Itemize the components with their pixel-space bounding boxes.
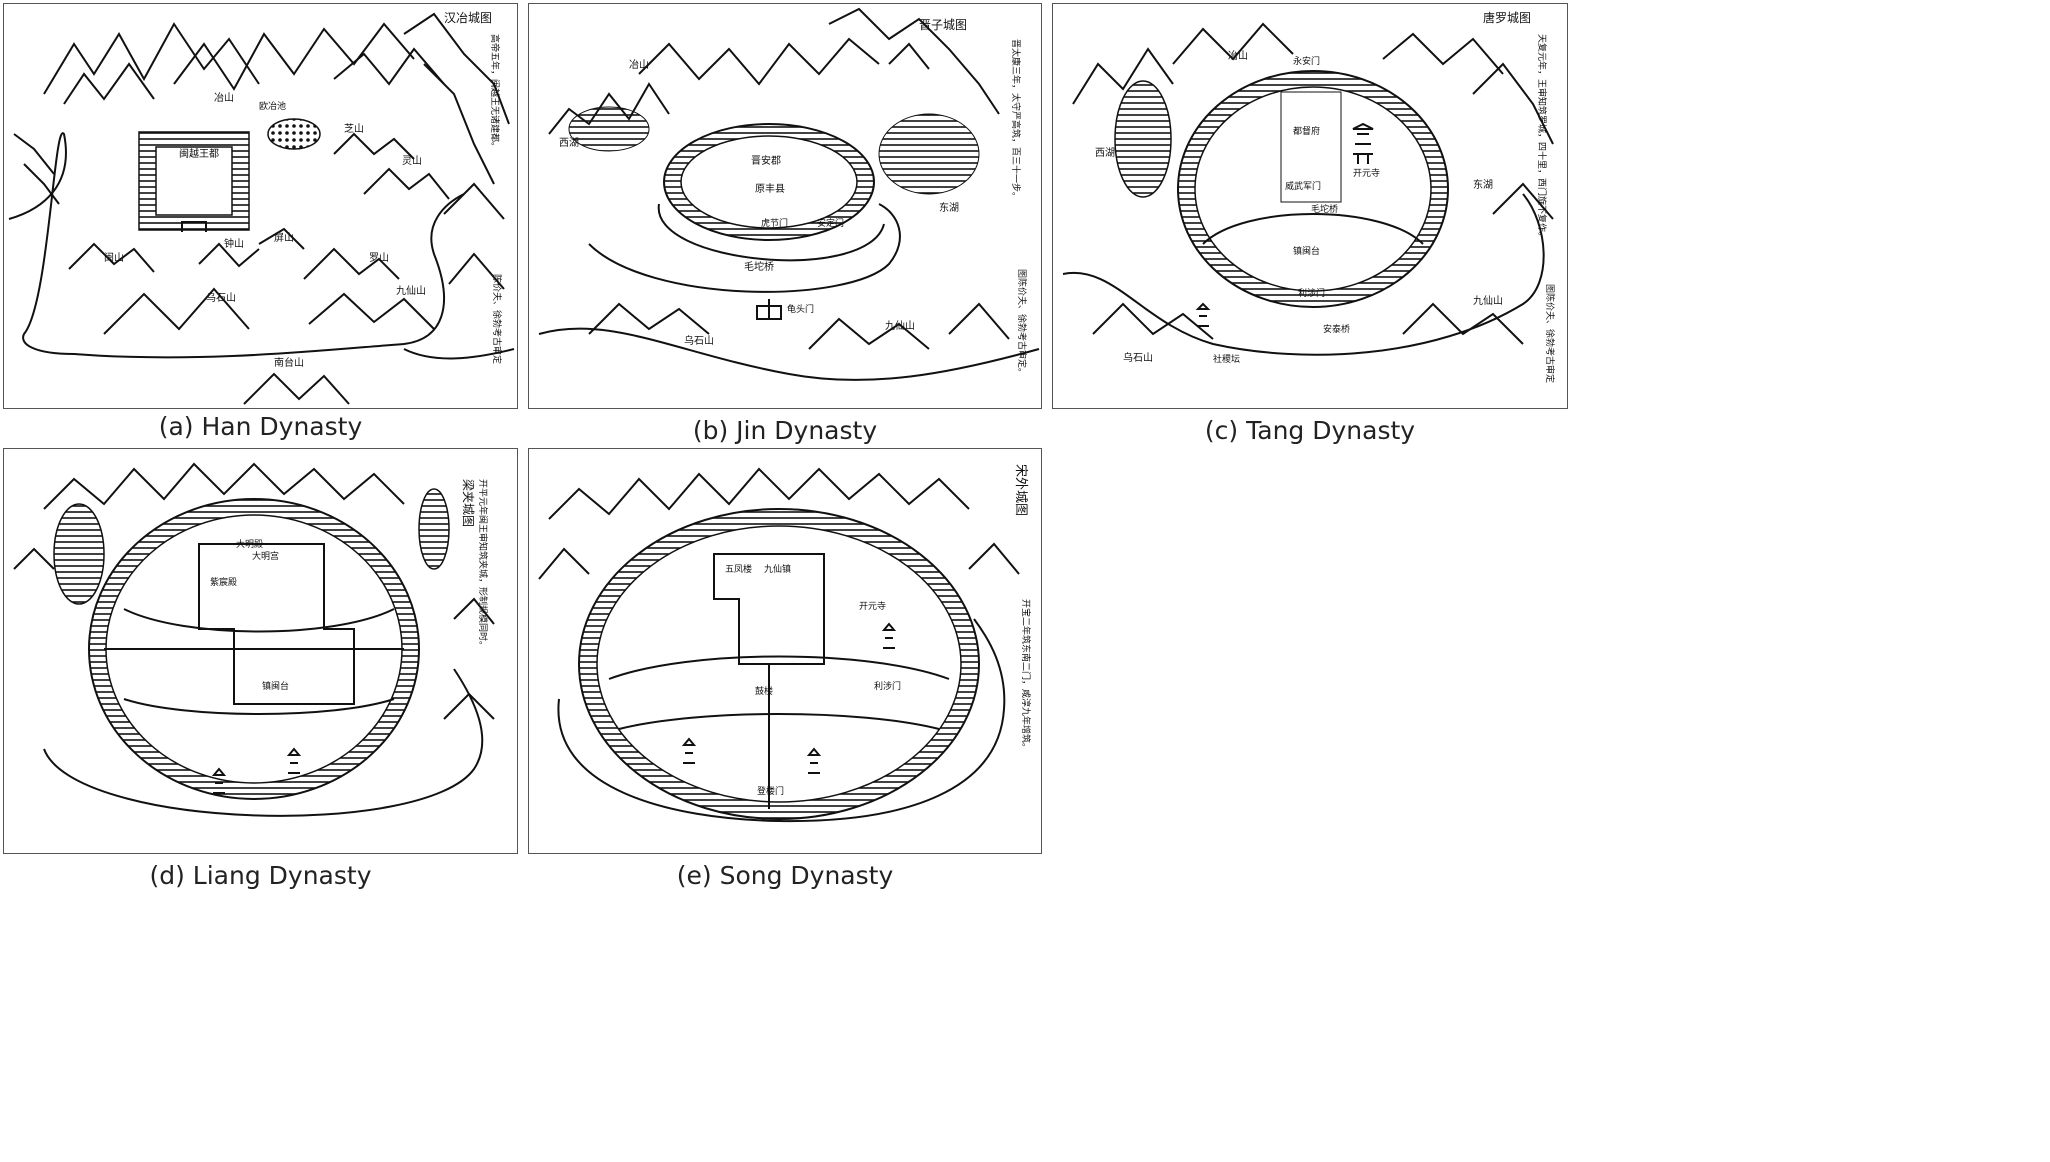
label-maotuo-bridge: 毛坨桥 xyxy=(744,260,774,273)
jin-map-illustration: 冶山 西湖 晋安郡 原丰县 东湖 虎节门 安定门 毛坨桥 龟头门 九仙山 乌石山… xyxy=(538,7,1040,381)
label-pingshan: 屏山 xyxy=(274,232,294,244)
label-minyue-capital: 闽越王都 xyxy=(179,147,219,160)
label-wushishan: 乌石山 xyxy=(684,334,714,347)
map-title: 梁夹城图 xyxy=(461,479,476,527)
credit-note: 陈价夫、徐勃考古审定 xyxy=(491,274,503,364)
label-zhenmin-platform: 镇闽台 xyxy=(1293,245,1320,257)
label-zhishan: 芝山 xyxy=(344,122,364,135)
side-note: 天复元年，王审知筑罗城，四十里，西门旋不复作。 xyxy=(1536,34,1548,241)
pagoda-icon xyxy=(286,747,302,774)
map-panel-song: 五凤楼 九仙镇 开元寺 利涉门 鼓楼 登楼门 宋外城图 开宝二年筑东南二门，咸淳… xyxy=(528,448,1042,854)
label-wushishan: 乌石山 xyxy=(1123,351,1153,364)
credit-note: 图陈价夫、徐勃考古审定。 xyxy=(1016,269,1028,377)
ouye-pond xyxy=(267,118,321,150)
map-title: 晋子城图 xyxy=(919,18,967,32)
map-panel-liang: 大明殿 大明宫 紫宸殿 镇闽台 梁夹城图 开平元年闽王审知筑夹城，形制规模同时。 xyxy=(3,448,518,854)
label-antai-bridge: 安泰桥 xyxy=(1323,323,1350,335)
label-daming-hall: 大明殿 xyxy=(236,538,263,550)
label-zichen-hall: 紫宸殿 xyxy=(210,576,237,588)
side-note: 高帝五年，闽越王无诸建都。 xyxy=(489,34,501,151)
mountain-ranges xyxy=(13,12,510,405)
label-east-lake: 东湖 xyxy=(939,201,959,214)
song-map-illustration: 五凤楼 九仙镇 开元寺 利涉门 鼓楼 登楼门 宋外城图 开宝二年筑东南二门，咸淳… xyxy=(538,464,1032,823)
pagoda-icon xyxy=(881,622,897,649)
label-yeshan: 冶山 xyxy=(214,91,234,104)
label-wufeng-tower: 五凤楼 xyxy=(725,563,752,575)
pagoda-icon xyxy=(681,737,697,764)
map-panel-jin: 冶山 西湖 晋安郡 原丰县 东湖 虎节门 安定门 毛坨桥 龟头门 九仙山 乌石山… xyxy=(528,3,1042,409)
label-jinan-commandery: 晋安郡 xyxy=(751,154,781,167)
label-west-lake: 西湖 xyxy=(559,137,579,149)
label-lingshan: 灵山 xyxy=(402,155,422,167)
liang-city-wall xyxy=(88,498,420,800)
label-ouye-pond: 欧冶池 xyxy=(259,100,286,112)
label-sheji-altar: 社稷坛 xyxy=(1213,353,1240,365)
label-zhenmin-platform: 镇闽台 xyxy=(262,680,289,692)
tang-city-wall xyxy=(1177,70,1449,308)
label-yeshan: 冶山 xyxy=(1228,49,1248,62)
map-title: 唐罗城图 xyxy=(1483,10,1531,25)
song-city-wall xyxy=(578,508,980,820)
side-note: 晋太康三年，太守严高筑，百三十一步。 xyxy=(1010,39,1022,201)
han-map-illustration: 闽越王都 冶山 欧冶池 芝山 灵山 屏山 钟山 闽山 罗山 九仙山 乌石山 南台… xyxy=(8,11,515,405)
caption-song: (e) Song Dynasty xyxy=(676,861,894,890)
label-west-lake: 西湖 xyxy=(1095,147,1115,159)
pagoda-icon xyxy=(1352,122,1374,164)
pagoda-icon xyxy=(1195,302,1211,327)
label-yongan-gate: 永安门 xyxy=(1293,55,1320,67)
caption-liang: (d) Liang Dynasty xyxy=(149,861,372,890)
label-wushishan: 乌石山 xyxy=(206,291,236,304)
credit-note: 图陈价夫、徐勃考古审定 xyxy=(1544,284,1556,383)
label-guitou-gate: 龟头门 xyxy=(787,303,814,315)
pagoda-icon xyxy=(806,747,822,774)
label-jiuxianshan: 九仙山 xyxy=(396,284,426,297)
pagoda-icon xyxy=(211,767,227,794)
east-hill xyxy=(418,488,450,570)
label-jiuxianshan: 九仙山 xyxy=(1473,294,1503,307)
label-maotuo-bridge: 毛坨桥 xyxy=(1311,203,1338,215)
caption-tang: (c) Tang Dynasty xyxy=(1204,416,1416,445)
label-denglou-gate: 登楼门 xyxy=(757,785,784,797)
label-dudu-office: 都督府 xyxy=(1293,125,1320,137)
mountain-ranges xyxy=(1072,22,1554,345)
label-nantaishan: 南台山 xyxy=(274,356,304,369)
label-yuanfeng-county: 原丰县 xyxy=(755,182,785,195)
label-yeshan: 冶山 xyxy=(629,58,649,71)
west-hills xyxy=(568,106,650,152)
side-note: 开宝二年筑东南二门，咸淳九年增筑。 xyxy=(1020,599,1032,752)
east-hills xyxy=(878,113,980,195)
west-lake xyxy=(53,503,105,605)
label-drum-tower: 鼓楼 xyxy=(755,685,773,697)
label-lishe-gate: 利涉门 xyxy=(1298,287,1325,299)
label-jiuxianshan: 九仙山 xyxy=(885,319,915,332)
side-note: 开平元年闽王审知筑夹城，形制规模同时。 xyxy=(477,479,489,650)
label-luoshan: 罗山 xyxy=(369,252,389,264)
han-city-wall xyxy=(138,131,250,232)
label-minshan: 闽山 xyxy=(104,251,124,264)
mountain-ranges xyxy=(548,7,1010,350)
label-daming-palace: 大明宫 xyxy=(252,550,279,562)
map-panel-han: 闽越王都 冶山 欧冶池 芝山 灵山 屏山 钟山 闽山 罗山 九仙山 乌石山 南台… xyxy=(3,3,518,409)
tang-map-illustration: 冶山 永安门 西湖 东湖 都督府 开元寺 威武军门 毛坨桥 镇闽台 利涉门 安泰… xyxy=(1062,10,1556,383)
caption-han: (a) Han Dynasty xyxy=(158,412,363,441)
label-east-lake: 东湖 xyxy=(1473,178,1493,191)
label-kaiyuan-temple: 开元寺 xyxy=(1353,168,1380,179)
turtle-gate xyxy=(756,299,782,320)
label-kaiyuan-temple: 开元寺 xyxy=(859,601,886,612)
liang-map-illustration: 大明殿 大明宫 紫宸殿 镇闽台 梁夹城图 开平元年闽王审知筑夹城，形制规模同时。 xyxy=(13,462,495,817)
map-panel-tang: 冶山 永安门 西湖 东湖 都督府 开元寺 威武军门 毛坨桥 镇闽台 利涉门 安泰… xyxy=(1052,3,1568,409)
map-title: 汉冶城图 xyxy=(444,11,492,25)
jin-city-wall xyxy=(657,123,885,262)
map-title: 宋外城图 xyxy=(1013,464,1028,516)
label-weiwu-gate: 威武军门 xyxy=(1285,180,1321,192)
label-lishe-gate: 利涉门 xyxy=(874,680,901,692)
caption-jin: (b) Jin Dynasty xyxy=(692,416,878,445)
label-hujie-gate: 虎节门 xyxy=(761,217,788,229)
label-jiuxian-town: 九仙镇 xyxy=(764,563,791,575)
west-lake xyxy=(1114,80,1172,198)
label-zhongshan: 钟山 xyxy=(224,237,244,250)
label-anding-gate: 安定门 xyxy=(817,217,844,229)
mountain-ranges xyxy=(538,467,1020,580)
